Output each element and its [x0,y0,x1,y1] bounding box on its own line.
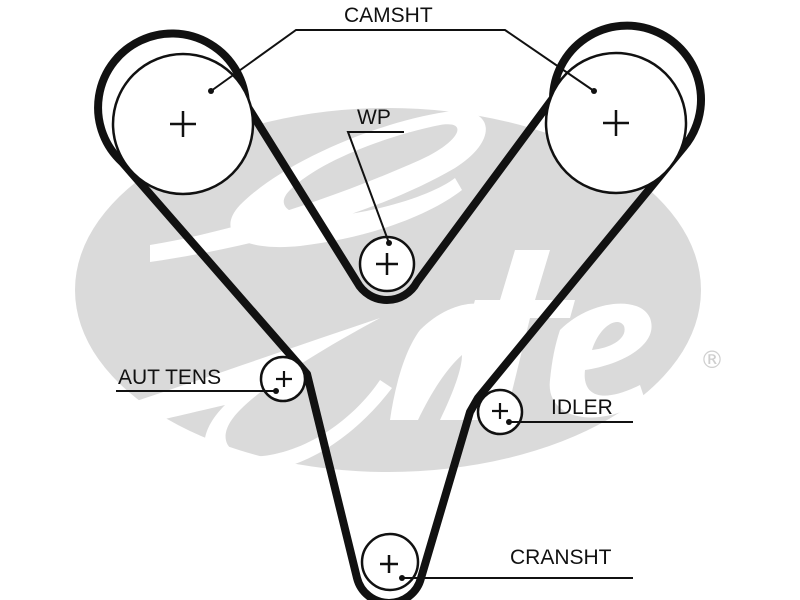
label-camshaft: CAMSHT [344,4,433,27]
leader-camshaft [210,29,595,92]
leader-dots [208,88,597,581]
pulley-idler [476,388,524,436]
leader-dot [591,88,597,94]
center-cross-icon [376,253,398,275]
center-cross-icon [276,371,292,387]
center-cross-icon [603,110,629,136]
center-cross-icon [492,403,508,419]
label-idler: IDLER [551,396,613,419]
leader-water-pump [346,131,404,244]
watermark-letter-e [549,303,652,418]
leader-lines [116,29,633,579]
center-cross-icon [170,111,196,137]
pulley-water-pump [358,235,416,293]
pulley-camshaft-right [544,51,688,195]
watermark-letter-g [150,110,486,262]
pulley-camshaft-left [111,52,255,196]
leader-dot [273,388,279,394]
watermark-letter-a [390,303,501,420]
leader-dot [506,419,512,425]
leader-dot [208,88,214,94]
registered-mark: ® [700,346,724,374]
leader-dot [399,575,405,581]
label-water-pump: WP [357,106,391,129]
label-auto-tensioner: AUT TENS [118,366,221,389]
pulley-crankshaft [360,532,420,592]
label-crankshaft: CRANSHT [510,546,612,569]
watermark-letter-swoosh [80,318,392,473]
center-cross-icon [380,555,398,573]
leader-dot [386,240,392,246]
pulley-auto-tensioner [259,355,307,403]
